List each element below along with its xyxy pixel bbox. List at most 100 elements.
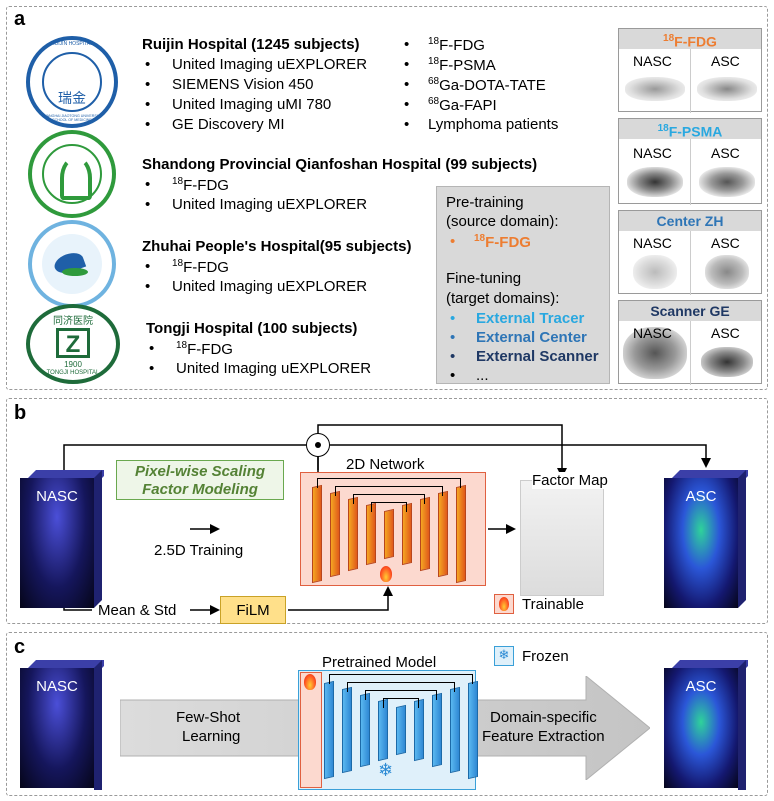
nasc-volume-c: NASC <box>20 660 104 790</box>
network-layer <box>456 484 466 584</box>
panel-c-label: c <box>14 636 26 658</box>
asc-label-c: ASC <box>685 678 717 695</box>
network-layer <box>420 496 430 572</box>
ruijin-tracer-3: 68Ga-DOTA-TATE <box>428 76 546 94</box>
nasc-volume-b: NASC <box>20 470 104 610</box>
card-center-zh: Center ZH NASC ASC <box>618 210 762 295</box>
hospital-title-tongji: Tongji Hospital (100 subjects) <box>146 320 358 337</box>
panel-b-label: b <box>14 402 27 424</box>
domain-label-2: Feature Extraction <box>482 728 605 745</box>
ruijin-tracer-4: 68Ga-FAPI <box>428 96 497 114</box>
network-layer <box>402 502 412 566</box>
ruijin-scanner-2: SIEMENS Vision 450 <box>172 76 314 93</box>
ruijin-scanner-4: GE Discovery MI <box>172 116 285 133</box>
target-more: ... <box>476 367 489 384</box>
card-center-zh-title: Center ZH <box>619 211 761 231</box>
film-label: FiLM <box>236 602 270 619</box>
card-center-zh-nasc: NASC <box>633 235 672 251</box>
tongji-logo-text: 同济医院 <box>53 316 93 327</box>
skip-connection <box>383 698 419 708</box>
network-layer <box>366 502 376 566</box>
training-label: 2.5D Training <box>154 542 244 559</box>
ruijin-tracer-5: Lymphoma patients <box>428 116 559 133</box>
ruijin-logo-text: 瑞金 <box>58 91 86 107</box>
frozen-label: Frozen <box>522 648 569 665</box>
pixel-wise-label-2: Factor Modeling <box>142 481 258 498</box>
network-layer <box>468 680 478 780</box>
network-layer <box>378 698 388 762</box>
ruijin-scanner-3: United Imaging uMI 780 <box>172 96 332 113</box>
target-external-center: External Center <box>476 329 587 346</box>
network-layer <box>360 692 370 768</box>
pixel-wise-box: Pixel-wise Scaling Factor Modeling <box>116 460 284 500</box>
card-psma: 18F-PSMA NASC ASC <box>618 118 762 205</box>
card-scanner-ge-nasc: NASC <box>633 325 672 341</box>
network-2d-label: 2D Network <box>346 456 425 473</box>
card-psma-title: 18F-PSMA <box>619 119 761 140</box>
qianfoshan-scanner: United Imaging uEXPLORER <box>172 196 368 213</box>
panel-a-label: a <box>14 8 26 30</box>
target-domains-label: (target domains): <box>446 290 560 307</box>
panel-c <box>6 632 768 796</box>
pixel-wise-label-1: Pixel-wise Scaling <box>134 463 266 480</box>
factor-map <box>520 480 604 596</box>
network-layer <box>348 496 358 572</box>
frozen-legend-icon: ❄ <box>494 646 514 666</box>
finetuning-label: Fine-tuning <box>446 270 522 287</box>
skip-connection <box>353 494 425 504</box>
skip-connection <box>317 478 461 488</box>
card-psma-nasc: NASC <box>633 145 672 161</box>
multiply-operator <box>306 433 330 457</box>
ruijin-logo-bottom: SHANGHAI JIAOTONG UNIVERSITY SCHOOL OF M… <box>41 114 103 122</box>
network-layer <box>432 692 442 768</box>
skip-connection <box>329 674 473 684</box>
ruijin-tracer-2: 18F-PSMA <box>428 56 496 74</box>
pretraining-label: Pre-training <box>446 194 524 211</box>
card-scanner-ge-asc: ASC <box>711 325 740 341</box>
ruijin-tracer-1: 18F-FDG <box>428 36 485 54</box>
flame-icon-b <box>380 566 392 582</box>
ruijin-logo-top: RUIJIN HOSPITAL <box>51 41 93 47</box>
zhuhai-logo <box>28 220 116 308</box>
skip-connection <box>371 502 407 512</box>
snowflake-icon-c: ❄ <box>378 760 394 781</box>
network-layer <box>312 484 322 584</box>
network-layer <box>384 508 394 560</box>
film-block: FiLM <box>220 596 286 624</box>
source-tracer: 18F-FDG <box>474 233 531 251</box>
network-layer <box>342 686 352 774</box>
network-layer <box>324 680 334 780</box>
card-scanner-ge-title: Scanner GE <box>619 301 761 321</box>
skip-connection <box>347 682 455 692</box>
few-shot-label-1: Few-Shot <box>176 709 241 726</box>
nasc-label-b: NASC <box>36 488 78 505</box>
zhuhai-scanner: United Imaging uEXPLORER <box>172 278 368 295</box>
ruijin-logo: 瑞金 RUIJIN HOSPITAL SHANGHAI JIAOTONG UNI… <box>26 36 118 128</box>
mean-std-label: Mean & Std <box>98 602 177 619</box>
tongji-tracer: 18F-FDG <box>176 340 233 358</box>
card-psma-asc: ASC <box>711 145 740 161</box>
tongji-scanner: United Imaging uEXPLORER <box>176 360 372 377</box>
qianfoshan-tracer: 18F-FDG <box>172 176 229 194</box>
nasc-label-c: NASC <box>36 678 78 695</box>
trainable-label: Trainable <box>522 596 584 613</box>
tongji-logo-year: 1900 <box>64 360 82 369</box>
target-external-scanner: External Scanner <box>476 348 599 365</box>
source-domain-label: (source domain): <box>446 213 559 230</box>
card-fdg-nasc: NASC <box>633 53 672 69</box>
hospital-title-ruijin: Ruijin Hospital (1245 subjects) <box>142 36 360 53</box>
network-layer <box>330 490 340 578</box>
trainable-legend-icon <box>494 594 514 614</box>
ruijin-scanner-1: United Imaging uEXPLORER <box>172 56 368 73</box>
trainable-first-layer <box>300 672 322 788</box>
domain-label-1: Domain-specific <box>490 709 597 726</box>
skip-connection <box>335 486 443 496</box>
panel-b <box>6 398 768 624</box>
hospital-title-qianfoshan: Shandong Provincial Qianfoshan Hospital … <box>142 156 538 173</box>
card-fdg-asc: ASC <box>711 53 740 69</box>
network-layer <box>414 698 424 762</box>
hospital-title-zhuhai: Zhuhai People's Hospital(95 subjects) <box>142 238 412 255</box>
tongji-logo-bottom: TONGJI HOSPITAL <box>46 370 100 376</box>
card-fdg: 18F-FDG NASC ASC <box>618 28 762 113</box>
asc-label-b: ASC <box>685 488 717 505</box>
